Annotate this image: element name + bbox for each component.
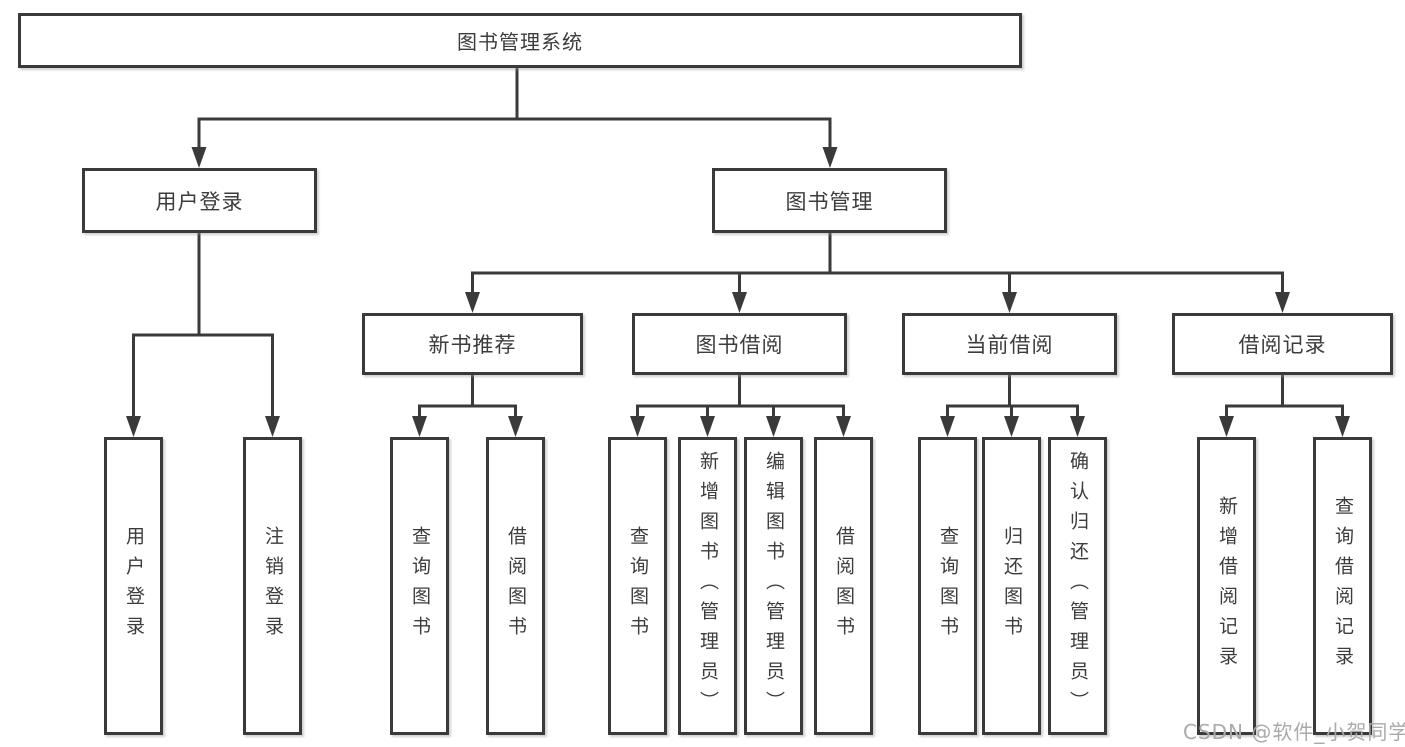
arrowhead-icon (191, 147, 207, 168)
node-new-book-recommend: 新书推荐 (362, 313, 583, 375)
leaf-label: 查询借阅记录 (1332, 496, 1354, 676)
arrowhead-icon (822, 147, 838, 168)
arrowhead-icon (630, 416, 645, 437)
leaf-label: 归还图书 (1001, 526, 1023, 646)
arrowhead-icon (766, 416, 781, 437)
leaf-label: 用户登录 (123, 526, 145, 646)
arrowhead-icon (1070, 416, 1085, 437)
leaf-query-books-borrow: 查询图书 (608, 437, 667, 735)
arrowhead-icon (1219, 416, 1234, 437)
node-label: 新书推荐 (428, 333, 517, 357)
leaf-return-books: 归还图书 (982, 437, 1041, 735)
node-root-system: 图书管理系统 (18, 13, 1022, 68)
csdn-watermark: CSDN @软件_小贺同学 (1183, 720, 1405, 744)
leaf-label: 新增借阅记录 (1216, 496, 1238, 676)
edge-bookborrow-to-leaves (636, 375, 845, 419)
leaf-label: 借阅图书 (833, 526, 855, 646)
connector-paths (132, 68, 1344, 419)
arrowhead-icon (700, 416, 715, 437)
node-label: 图书管理 (785, 189, 874, 214)
node-borrowing-records: 借阅记录 (1172, 313, 1393, 375)
edge-bookmgmt-to-level3 (471, 233, 1284, 295)
arrowhead-icon (265, 416, 280, 437)
arrowhead-icon (940, 416, 955, 437)
leaf-label: 查询图书 (627, 526, 649, 646)
leaf-label: 编辑图书（管理员） (763, 451, 785, 721)
edge-root-to-level2 (197, 68, 832, 150)
node-label: 当前借阅 (965, 333, 1054, 357)
edge-newbooks-to-leaves (418, 375, 517, 419)
leaf-query-books-newbooks: 查询图书 (390, 437, 449, 735)
leaf-add-books-admin: 新增图书（管理员） (678, 437, 737, 735)
node-current-borrowing: 当前借阅 (902, 313, 1117, 375)
node-book-management: 图书管理 (712, 168, 947, 233)
arrowhead-icon (1335, 416, 1350, 437)
arrowhead-icon (508, 416, 523, 437)
leaf-borrow-books-newbooks: 借阅图书 (486, 437, 545, 735)
node-label: 图书借阅 (695, 333, 784, 357)
arrowhead-icon (836, 416, 851, 437)
arrowheads (126, 147, 1350, 437)
node-label: 用户登录 (155, 189, 244, 214)
arrowhead-icon (1275, 292, 1290, 313)
arrowhead-icon (412, 416, 427, 437)
leaf-label: 注销登录 (262, 526, 284, 646)
leaf-borrow-books-borrow: 借阅图书 (814, 437, 873, 735)
leaf-query-borrow-record: 查询借阅记录 (1313, 437, 1372, 735)
arrowhead-icon (126, 416, 141, 437)
node-user-login: 用户登录 (82, 168, 317, 233)
arrowhead-icon (1002, 292, 1017, 313)
arrowhead-icon (465, 292, 480, 313)
leaf-label: 确认归还（管理员） (1067, 451, 1089, 721)
leaf-label: 新增图书（管理员） (697, 451, 719, 721)
edge-records-to-leaves (1225, 375, 1344, 419)
arrowhead-icon (732, 292, 747, 313)
node-label: 图书管理系统 (457, 30, 583, 54)
leaf-query-books-current: 查询图书 (918, 437, 977, 735)
node-label: 借阅记录 (1238, 333, 1327, 357)
edge-userlogin-to-leaves (132, 233, 274, 419)
leaf-label: 查询图书 (937, 526, 959, 646)
leaf-label: 查询图书 (409, 526, 431, 646)
edge-currentborrow-to-leaves (946, 375, 1079, 419)
leaf-logout: 注销登录 (243, 437, 302, 735)
arrowhead-icon (1004, 416, 1019, 437)
leaf-confirm-return-admin: 确认归还（管理员） (1048, 437, 1107, 735)
leaf-user-login: 用户登录 (104, 437, 163, 735)
leaf-add-borrow-record: 新增借阅记录 (1197, 437, 1256, 735)
leaf-edit-books-admin: 编辑图书（管理员） (744, 437, 803, 735)
node-book-borrowing: 图书借阅 (632, 313, 847, 375)
leaf-label: 借阅图书 (505, 526, 527, 646)
